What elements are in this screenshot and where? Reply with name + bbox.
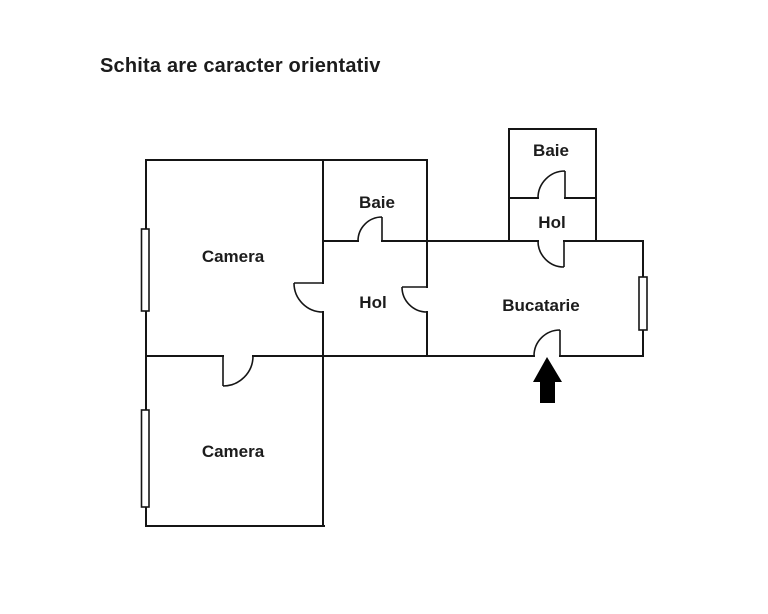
- window-camera-lower: [140, 409, 150, 508]
- door-hol-right-to-bucatarie: [537, 240, 565, 268]
- window-camera-upper: [140, 228, 150, 312]
- room-label-hol-right: Hol: [538, 213, 566, 232]
- page-title: Schita are caracter orientativ: [100, 55, 381, 77]
- room-label-camera-upper: Camera: [201, 247, 265, 266]
- windows: [140, 228, 648, 508]
- door-hol-to-bucatarie-wall: [401, 286, 428, 313]
- walls: [145, 128, 644, 527]
- room-label-camera-lower: Camera: [201, 442, 265, 461]
- room-label-hol-middle: Hol: [359, 293, 387, 312]
- room-label-bucatarie: Bucatarie: [502, 296, 580, 315]
- window-bucatarie: [638, 276, 648, 331]
- door-baie-right: [537, 170, 566, 199]
- wall-lines: [145, 128, 644, 527]
- room-label-baie-left: Baie: [359, 193, 395, 212]
- doors: [222, 170, 566, 387]
- door-entrance: [533, 329, 561, 357]
- door-baie-left: [357, 216, 383, 242]
- entrance-arrow-icon: [533, 357, 562, 403]
- room-label-baie-right: Baie: [533, 141, 569, 160]
- door-hol-to-camera-upper: [293, 282, 324, 313]
- door-between-cameras: [222, 355, 254, 387]
